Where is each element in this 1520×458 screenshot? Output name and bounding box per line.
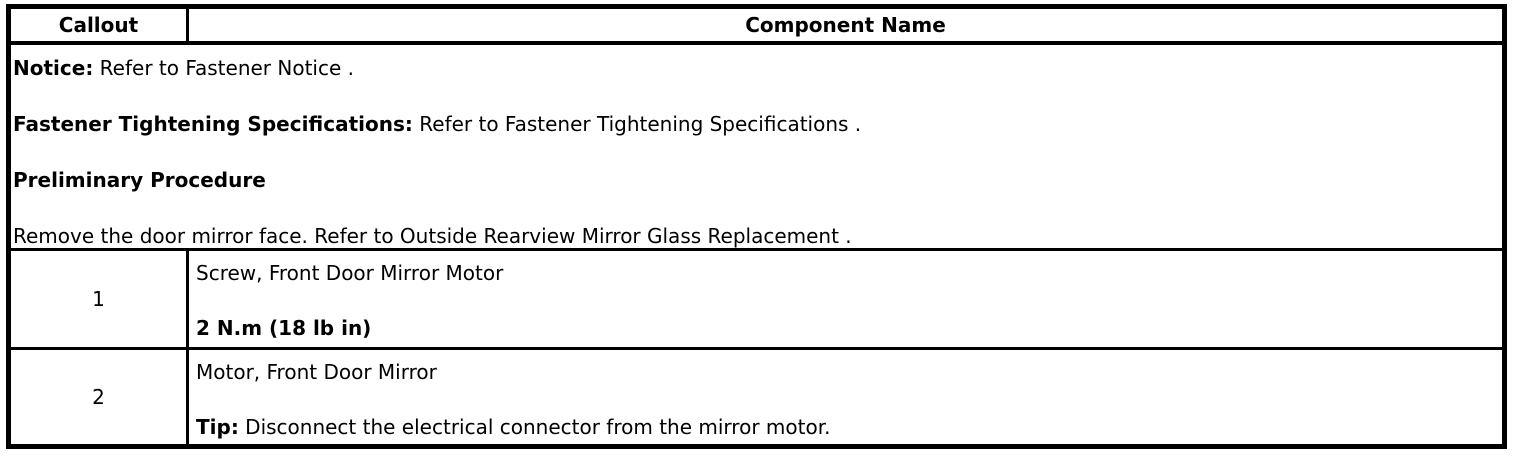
table-row: 1 Screw, Front Door Mirror Motor 2 N.m (… [11, 251, 1502, 350]
column-header-component-name: Component Name [745, 13, 946, 37]
fastener-specs-text: Refer to Fastener Tightening Specificati… [412, 112, 862, 136]
preliminary-procedure-paragraph: Preliminary Procedure [13, 167, 1494, 193]
component-note: Tip: Disconnect the electrical connector… [196, 414, 1494, 440]
component-name-cell: Screw, Front Door Mirror Motor 2 N.m (18… [189, 251, 1502, 347]
component-name-text: Motor, Front Door Mirror [196, 360, 437, 384]
preliminary-step-paragraph: Remove the door mirror face. Refer to Ou… [13, 223, 1494, 248]
preliminary-step-text: Remove the door mirror face. Refer to Ou… [13, 224, 852, 248]
notice-paragraph: Notice: Refer to Fastener Notice . [13, 55, 1494, 81]
torque-spec-text: 2 N.m (18 lb in) [196, 316, 372, 340]
table-header-row: Callout Component Name [11, 9, 1502, 45]
callout-number: 1 [11, 251, 189, 347]
notice-cell: Notice: Refer to Fastener Notice . Faste… [11, 45, 1502, 251]
tip-label: Tip: [196, 415, 239, 439]
callout-number: 2 [11, 350, 189, 444]
table-row: 2 Motor, Front Door Mirror Tip: Disconne… [11, 350, 1502, 444]
column-header-callout: Callout [11, 9, 189, 41]
notice-text: Refer to Fastener Notice . [93, 56, 354, 80]
fastener-specs-paragraph: Fastener Tightening Specifications: Refe… [13, 111, 1494, 137]
component-callout-table: Callout Component Name Notice: Refer to … [6, 4, 1507, 449]
component-name-text: Screw, Front Door Mirror Motor [196, 261, 504, 285]
tip-text: Disconnect the electrical connector from… [238, 415, 831, 439]
component-note: 2 N.m (18 lb in) [196, 315, 1494, 341]
notice-label: Notice: [13, 56, 94, 80]
fastener-specs-label: Fastener Tightening Specifications: [13, 112, 413, 136]
component-name-cell: Motor, Front Door Mirror Tip: Disconnect… [189, 350, 1502, 444]
preliminary-procedure-label: Preliminary Procedure [13, 168, 266, 192]
